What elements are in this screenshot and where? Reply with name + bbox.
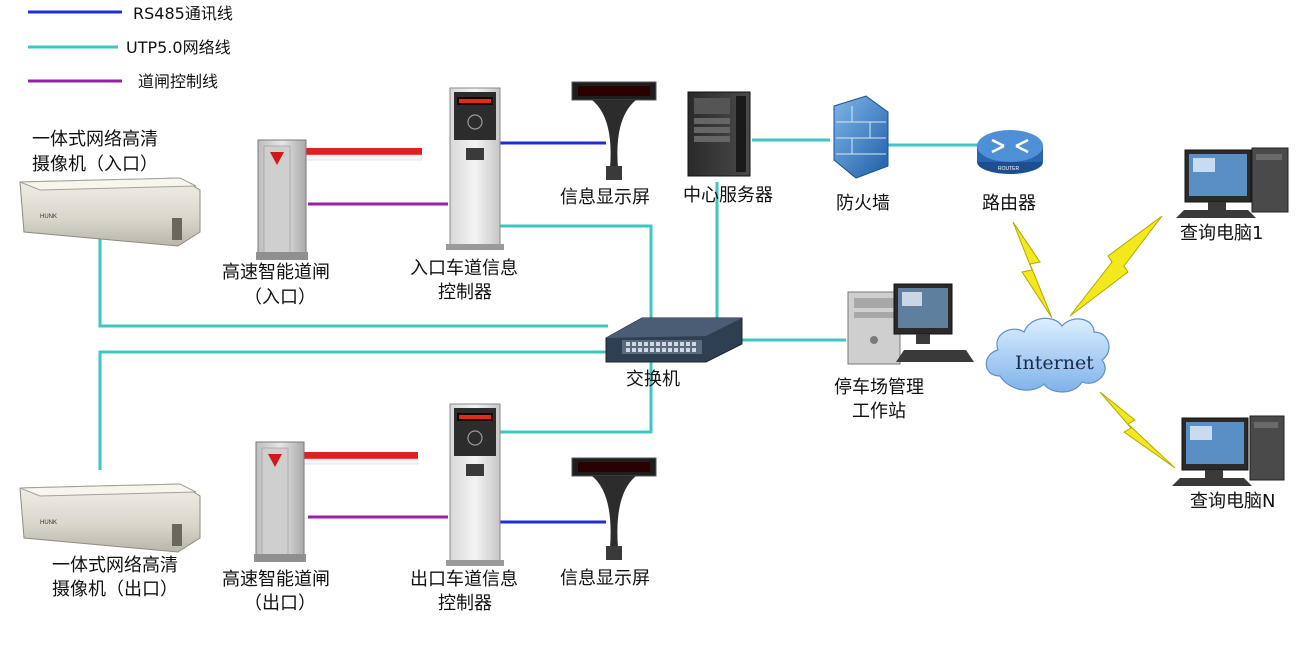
utp-camera-in-to-switch xyxy=(98,238,608,328)
display-out-label: 信息显示屏 xyxy=(560,568,650,589)
camera-in-label-1: 一体式网络高清 xyxy=(32,129,158,150)
server-label: 中心服务器 xyxy=(683,185,773,206)
utp-ctrl-in-to-switch xyxy=(500,224,653,318)
display-in-label: 信息显示屏 xyxy=(560,187,650,208)
led-display-entrance xyxy=(571,81,657,180)
gate-in-label-1: 高速智能道闸 xyxy=(222,262,330,283)
barrier-gate-entrance xyxy=(256,139,423,260)
switch-label: 交换机 xyxy=(626,369,680,390)
camera-brand-in: HUNK xyxy=(40,214,57,220)
internet-label: Internet xyxy=(1015,352,1094,374)
camera-brand-out: HUNK xyxy=(40,520,57,526)
ctrl-in-label-1: 入口车道信息 xyxy=(410,258,518,279)
gate-out-label-2: （出口） xyxy=(244,593,316,614)
camera-entrance: HUNK xyxy=(19,177,201,247)
router-label: 路由器 xyxy=(982,193,1036,214)
utp-camera-out-to-switch xyxy=(98,350,608,470)
legend-label-rs485: RS485通讯线 xyxy=(133,4,233,23)
internet-cloud xyxy=(985,317,1110,393)
lightning-router-internet xyxy=(1012,221,1053,319)
workstation-label-1: 停车场管理 xyxy=(834,377,924,398)
legend: RS485通讯线 UTP5.0网络线 道闸控制线 xyxy=(28,4,233,91)
central-server xyxy=(687,91,751,177)
ctrl-in-label-2: 控制器 xyxy=(438,282,492,303)
query-computer-1 xyxy=(1176,147,1289,218)
router-badge: ROUTER xyxy=(998,166,1020,172)
lightning-internet-pcn xyxy=(1099,391,1176,469)
network-switch xyxy=(605,317,743,363)
utp-ctrl-out-to-switch xyxy=(500,362,653,434)
query-computer-n xyxy=(1172,415,1285,486)
gate-in-label-2: （入口） xyxy=(244,287,316,308)
camera-out-label-1: 一体式网络高清 xyxy=(52,555,178,576)
firewall-label: 防火墙 xyxy=(836,193,890,214)
ctrl-out-label-2: 控制器 xyxy=(438,593,492,614)
gate-out-label-1: 高速智能道闸 xyxy=(222,569,330,590)
firewall xyxy=(833,95,889,179)
query-pc-1-label: 查询电脑1 xyxy=(1180,223,1263,244)
led-display-exit xyxy=(571,457,657,560)
barrier-gate-exit xyxy=(254,441,419,562)
camera-exit: HUNK xyxy=(19,483,201,553)
connections xyxy=(98,138,978,524)
lane-controller-exit xyxy=(446,403,504,566)
lightning-internet-pc1 xyxy=(1069,215,1163,317)
query-pc-n-label: 查询电脑N xyxy=(1190,491,1275,512)
camera-in-label-2: 摄像机（入口） xyxy=(32,154,158,175)
wireless-links xyxy=(1012,215,1176,469)
lane-controller-entrance xyxy=(446,87,504,250)
legend-label-gate: 道闸控制线 xyxy=(138,72,218,91)
legend-label-utp: UTP5.0网络线 xyxy=(126,38,231,57)
camera-out-label-2: 摄像机（出口） xyxy=(52,579,178,600)
management-workstation xyxy=(847,283,974,365)
router: ROUTER xyxy=(977,130,1043,174)
ctrl-out-label-1: 出口车道信息 xyxy=(410,569,518,590)
workstation-label-2: 工作站 xyxy=(852,401,906,422)
